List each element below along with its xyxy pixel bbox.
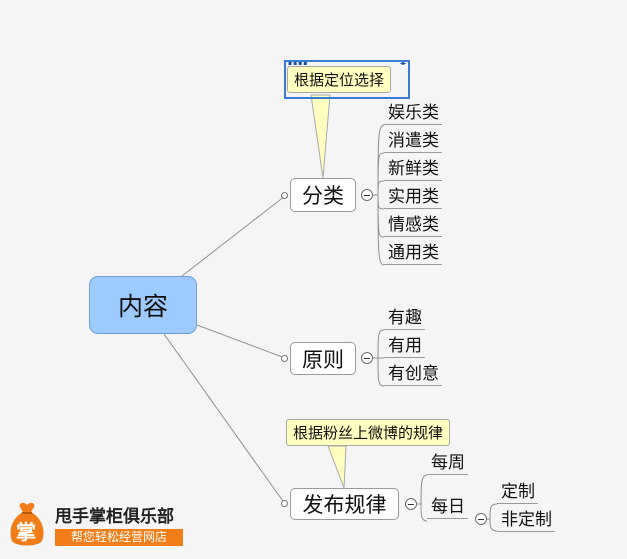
subtopic-entertainment[interactable]: 娱乐类	[384, 101, 442, 125]
topic-category[interactable]: 分类	[290, 178, 356, 212]
branch-port	[281, 500, 288, 507]
callout-category-note-text: 根据定位选择	[294, 71, 385, 89]
subtopic-fresh[interactable]: 新鲜类	[384, 157, 442, 181]
brand-logo: 掌 甩手掌柜俱乐部 帮您轻松经营网店	[5, 497, 205, 557]
logo-brand-name: 甩手掌柜俱乐部	[55, 507, 174, 527]
subtopic-practical[interactable]: 实用类	[384, 185, 442, 209]
branch-port	[281, 355, 288, 362]
subtopic-useful[interactable]: 有用	[384, 334, 425, 358]
subtopic-emotional[interactable]: 情感类	[384, 213, 442, 237]
subtopic-general[interactable]: 通用类	[384, 241, 442, 265]
selection-resize-icon[interactable]: ◂▸	[399, 60, 406, 67]
subtopic-daily[interactable]: 每日	[427, 495, 468, 519]
subtopic-custom[interactable]: 定制	[497, 480, 538, 504]
collapse-toggle-publish[interactable]	[405, 498, 417, 510]
subtopic-weekly[interactable]: 每周	[427, 451, 468, 475]
money-bag-icon	[10, 502, 44, 546]
collapse-toggle-category[interactable]	[361, 189, 373, 201]
branch-port	[281, 192, 288, 199]
subtopic-leisure[interactable]: 消遣类	[384, 129, 442, 153]
selection-handle-icon[interactable]: ▪▪▪▪	[288, 60, 309, 67]
subtopic-interesting[interactable]: 有趣	[384, 306, 425, 330]
topic-publish-pattern-label: 发布规律	[302, 493, 387, 517]
logo-tagline: 帮您轻松经营网店	[55, 529, 183, 546]
callout-category-note[interactable]: 根据定位选择	[287, 66, 392, 93]
logo-bag-character: 掌	[16, 520, 36, 544]
selection-frame[interactable]: ▪▪▪▪ ◂▸	[284, 60, 410, 99]
topic-category-label: 分类	[302, 184, 344, 208]
callout-publish-note[interactable]: 根据粉丝上微博的规律	[286, 419, 451, 446]
callout-publish-note-text: 根据粉丝上微博的规律	[293, 424, 444, 442]
topic-principle[interactable]: 原则	[290, 342, 356, 375]
subtopic-non-custom[interactable]: 非定制	[497, 508, 555, 532]
subtopic-creative[interactable]: 有创意	[384, 362, 442, 386]
topic-publish-pattern[interactable]: 发布规律	[290, 488, 399, 520]
root-topic-label: 内容	[117, 292, 168, 321]
root-topic[interactable]: 内容	[89, 276, 197, 334]
topic-principle-label: 原则	[302, 347, 344, 372]
collapse-toggle-daily[interactable]	[475, 513, 487, 525]
collapse-toggle-principle[interactable]	[361, 352, 373, 364]
